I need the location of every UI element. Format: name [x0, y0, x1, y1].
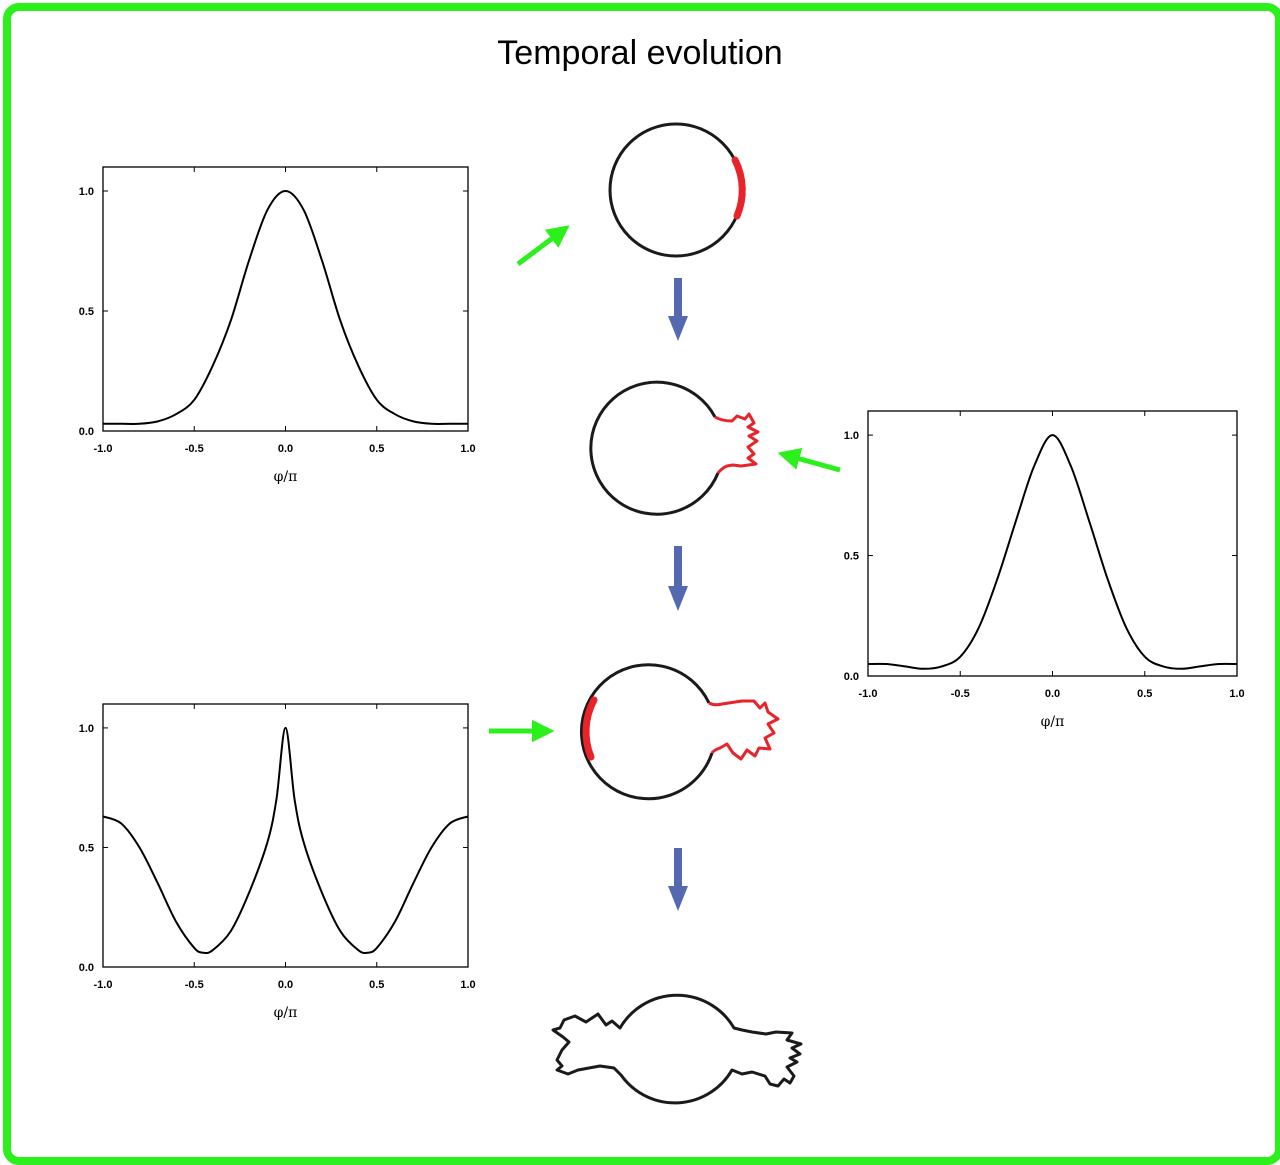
x-tick-label: -1.0	[94, 443, 113, 455]
y-tick-label: 0.0	[844, 671, 859, 683]
time-arrow-down-3	[668, 848, 688, 911]
y-tick-label: 1.0	[79, 723, 94, 735]
shape-stage-4	[551, 993, 803, 1105]
y-tick-label: 0.0	[79, 426, 94, 438]
stage-2-outline	[589, 380, 720, 516]
y-tick-label: 0.5	[79, 306, 94, 318]
y-tick-label: 0.0	[79, 962, 94, 974]
stage-1-outline	[608, 122, 744, 258]
green-arrow-right	[777, 447, 841, 473]
x-tick-label: 0.0	[1045, 688, 1060, 700]
x-tick-label: -0.5	[185, 443, 204, 455]
y-tick-label: 0.5	[79, 842, 94, 854]
y-tick-label: 1.0	[79, 186, 94, 198]
series-line	[867, 434, 1238, 670]
x-tick-label: -0.5	[185, 979, 204, 991]
stage-3-outline	[579, 663, 714, 801]
y-tick-label: 0.5	[844, 551, 859, 563]
shape-stage-2	[589, 380, 760, 516]
x-tick-label: 1.0	[460, 443, 475, 455]
shape-stage-1	[608, 122, 746, 258]
x-tick-label: 0.0	[278, 443, 293, 455]
x-tick-label: 0.5	[1137, 688, 1152, 700]
stage-4-outline	[551, 993, 803, 1105]
time-arrow-down-1	[668, 278, 688, 341]
x-tick-label: 0.5	[369, 979, 384, 991]
chart-right: -1.0 -0.5 0.0 0.5 1.0 0.0 0.5 1.0 φ/π	[844, 410, 1245, 730]
time-arrow-down-2	[668, 546, 688, 611]
y-tick-label: 1.0	[844, 430, 859, 442]
x-tick-label: 1.0	[1229, 688, 1244, 700]
x-axis-label: φ/π	[1041, 714, 1065, 730]
stage-3-red-fingers	[708, 699, 780, 761]
x-tick-label: 0.0	[278, 979, 293, 991]
figure-title: Temporal evolution	[497, 34, 783, 72]
stage-3-red-arc	[582, 696, 598, 761]
chart-frame	[867, 410, 1238, 677]
x-tick-label: 1.0	[460, 979, 475, 991]
x-tick-label: -1.0	[859, 688, 878, 700]
stage-1-red-arc	[731, 156, 746, 220]
shape-stage-3	[579, 663, 780, 801]
chart-top-left: -1.0 -0.5 0.0 0.5 1.0 0.0 0.5 1.0 φ/π	[79, 166, 476, 485]
x-tick-label: 0.5	[369, 443, 384, 455]
chart-bottom-left: -1.0 -0.5 0.0 0.5 1.0 0.0 0.5 1.0 φ/π	[79, 703, 476, 1021]
figure-frame	[3, 3, 1280, 1165]
chart-frame	[102, 703, 469, 968]
x-tick-label: -0.5	[951, 688, 970, 700]
chart-frame	[102, 166, 469, 432]
stage-2-red-finger	[714, 412, 760, 474]
x-axis-label: φ/π	[274, 469, 298, 485]
x-tick-label: -1.0	[94, 979, 113, 991]
x-axis-label: φ/π	[274, 1005, 298, 1021]
series-line	[103, 189, 468, 425]
green-arrow-top-left	[516, 225, 570, 266]
series-line	[102, 726, 469, 955]
